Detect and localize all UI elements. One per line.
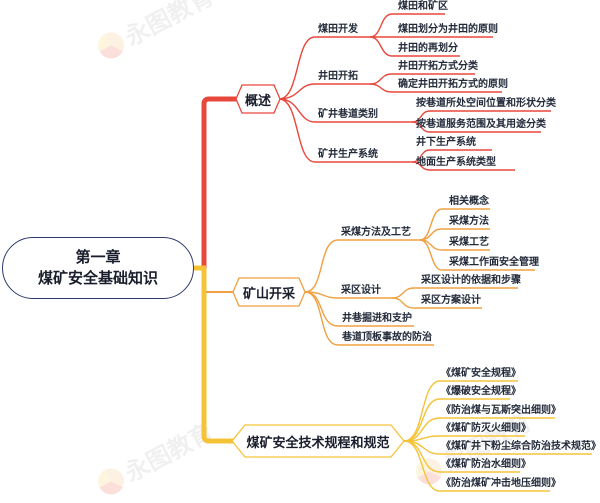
leaf-item[interactable]: 相关概念 bbox=[449, 196, 489, 207]
topic-roof-accident-prevention[interactable]: 巷道顶板事故的防治 bbox=[342, 332, 432, 343]
leaf-item[interactable]: 按巷道所处空间位置和形状分类 bbox=[416, 98, 556, 109]
leaf-item[interactable]: 确定井田开拓方式的原则 bbox=[398, 79, 508, 90]
branch-node-overview[interactable]: 概述 bbox=[235, 84, 281, 114]
leaf-item[interactable]: 煤田和矿区 bbox=[398, 1, 448, 12]
topic-district-design[interactable]: 采区设计 bbox=[341, 285, 381, 296]
topic-minefield-development[interactable]: 井田开拓 bbox=[318, 71, 358, 82]
topic-excavation-support[interactable]: 井巷掘进和支护 bbox=[342, 313, 412, 324]
regulation-item[interactable]: 《煤矿井下粉尘综合防治技术规范》 bbox=[441, 441, 600, 452]
leaf-item[interactable]: 井田的再划分 bbox=[398, 43, 458, 54]
regulation-item[interactable]: 《煤矿防灭火细则》 bbox=[441, 423, 531, 434]
hexagon-shape bbox=[231, 424, 405, 458]
regulation-item[interactable]: 《爆破安全规程》 bbox=[441, 386, 521, 397]
topic-coal-mining-methods[interactable]: 采煤方法及工艺 bbox=[341, 227, 411, 238]
leaf-item[interactable]: 采煤工作面安全管理 bbox=[449, 257, 539, 268]
root-node[interactable]: 第一章 煤矿安全基础知识 bbox=[2, 237, 194, 299]
topic-roadway-categories[interactable]: 矿井巷道类别 bbox=[318, 109, 378, 120]
branch-node-mining[interactable]: 矿山开采 bbox=[232, 277, 306, 307]
leaf-item[interactable]: 井下生产系统 bbox=[416, 137, 476, 148]
leaf-item[interactable]: 地面生产系统类型 bbox=[416, 157, 496, 168]
hexagon-shape bbox=[232, 277, 306, 307]
leaf-item[interactable]: 煤田划分为井田的原则 bbox=[398, 24, 498, 35]
regulation-item[interactable]: 《防治煤矿冲击地压细则》 bbox=[441, 478, 561, 489]
root-title-line1: 第一章 bbox=[75, 248, 121, 266]
leaf-item[interactable]: 井田开拓方式分类 bbox=[398, 61, 478, 72]
topic-production-system[interactable]: 矿井生产系统 bbox=[318, 149, 378, 160]
leaf-item[interactable]: 采区方案设计 bbox=[421, 295, 481, 306]
leaf-item[interactable]: 采区设计的依据和步骤 bbox=[421, 275, 521, 286]
regulation-item[interactable]: 《防治煤与瓦斯突出细则》 bbox=[441, 405, 561, 416]
leaf-item[interactable]: 采煤方法 bbox=[449, 216, 489, 227]
leaf-item[interactable]: 按巷道服务范围及其用途分类 bbox=[416, 119, 546, 130]
root-title-line2: 煤矿安全基础知识 bbox=[37, 269, 158, 287]
branch-node-regulations[interactable]: 煤矿安全技术规程和规范 bbox=[231, 424, 405, 458]
topic-coalfield-development[interactable]: 煤田开发 bbox=[318, 24, 358, 35]
hexagon-shape bbox=[235, 84, 281, 114]
regulation-item[interactable]: 《煤矿防治水细则》 bbox=[441, 459, 531, 470]
regulation-item[interactable]: 《煤矿安全规程》 bbox=[441, 368, 521, 379]
leaf-item[interactable]: 采煤工艺 bbox=[449, 237, 489, 248]
